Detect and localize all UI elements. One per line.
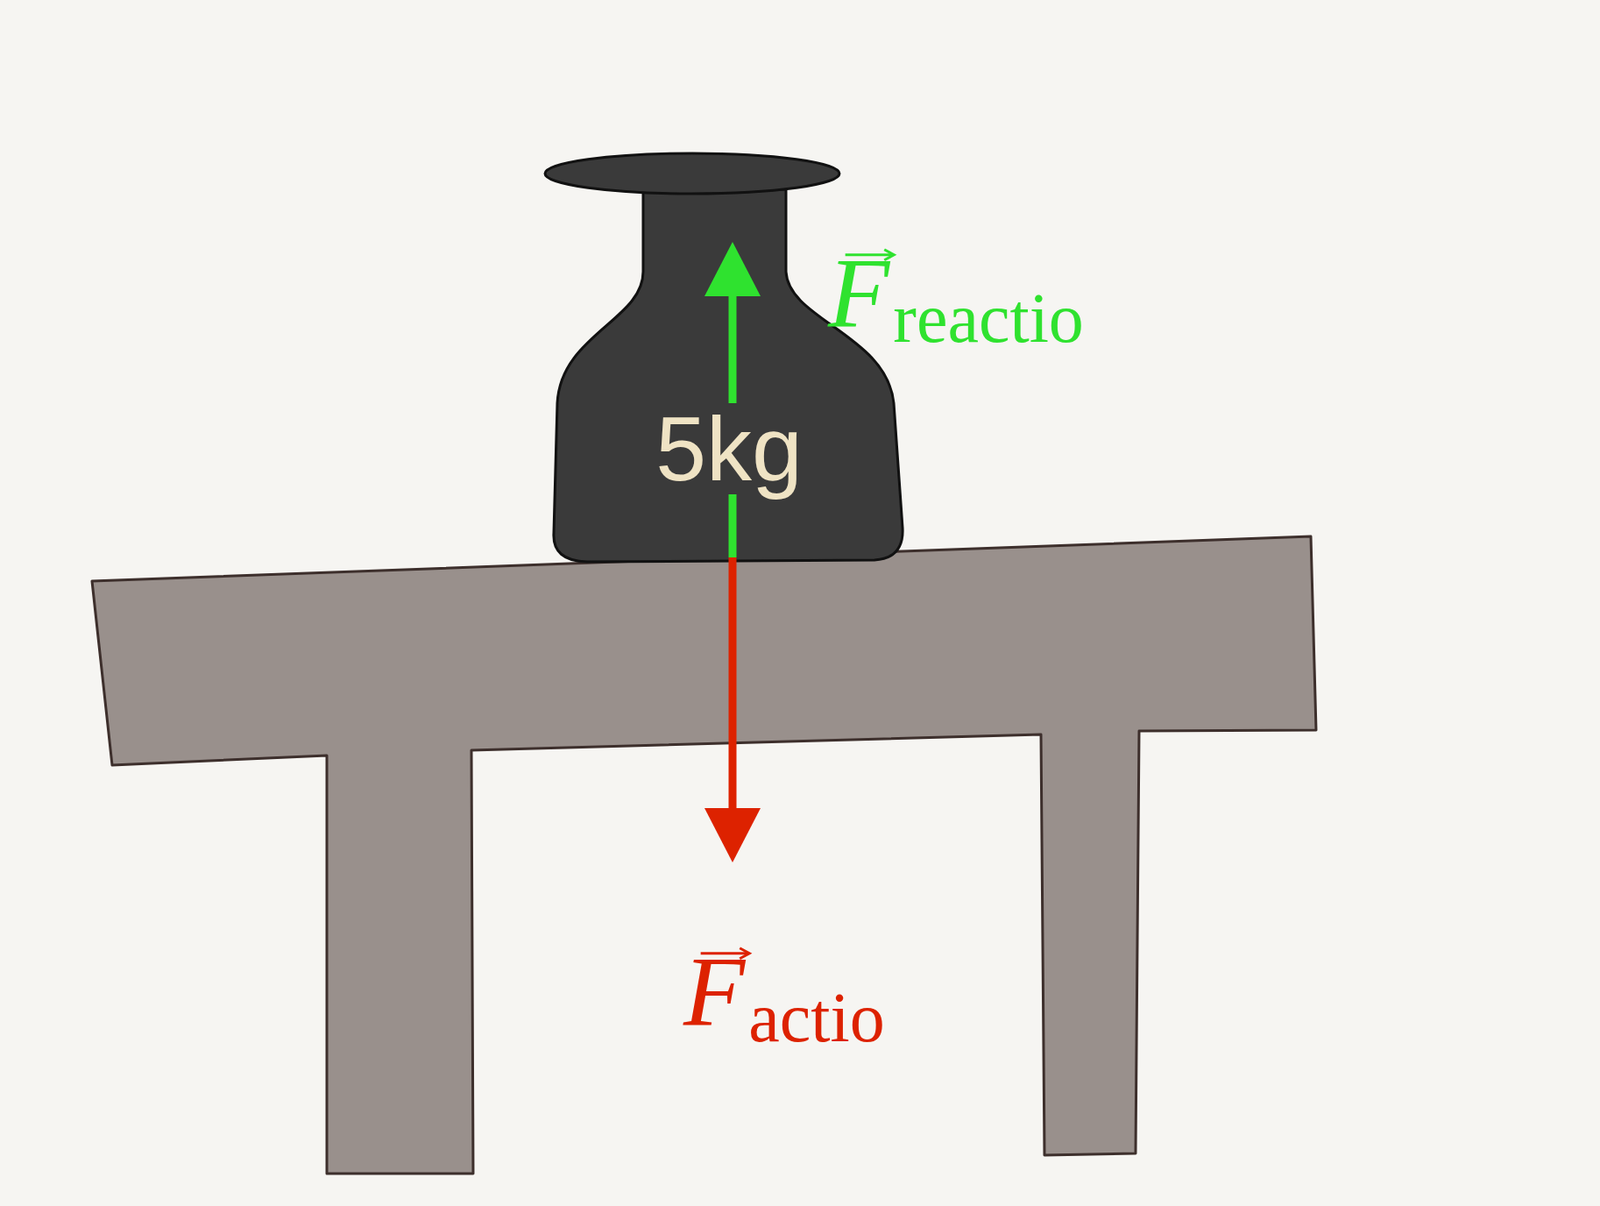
weight-outline (525, 140, 929, 579)
arrow-shaft (729, 557, 737, 815)
weight-cap (545, 153, 840, 194)
weight-node: 5kg (525, 140, 929, 579)
arrow-head (704, 807, 761, 863)
force-symbol: F (683, 941, 745, 1042)
weight-body (553, 189, 903, 562)
table-shape (92, 536, 1317, 1174)
force-subscript: actio (748, 982, 885, 1053)
action-arrow (704, 557, 761, 863)
force-subscript: reactio (892, 283, 1084, 354)
force-symbol: F (828, 242, 890, 344)
mass-label: 5kg (648, 403, 810, 495)
